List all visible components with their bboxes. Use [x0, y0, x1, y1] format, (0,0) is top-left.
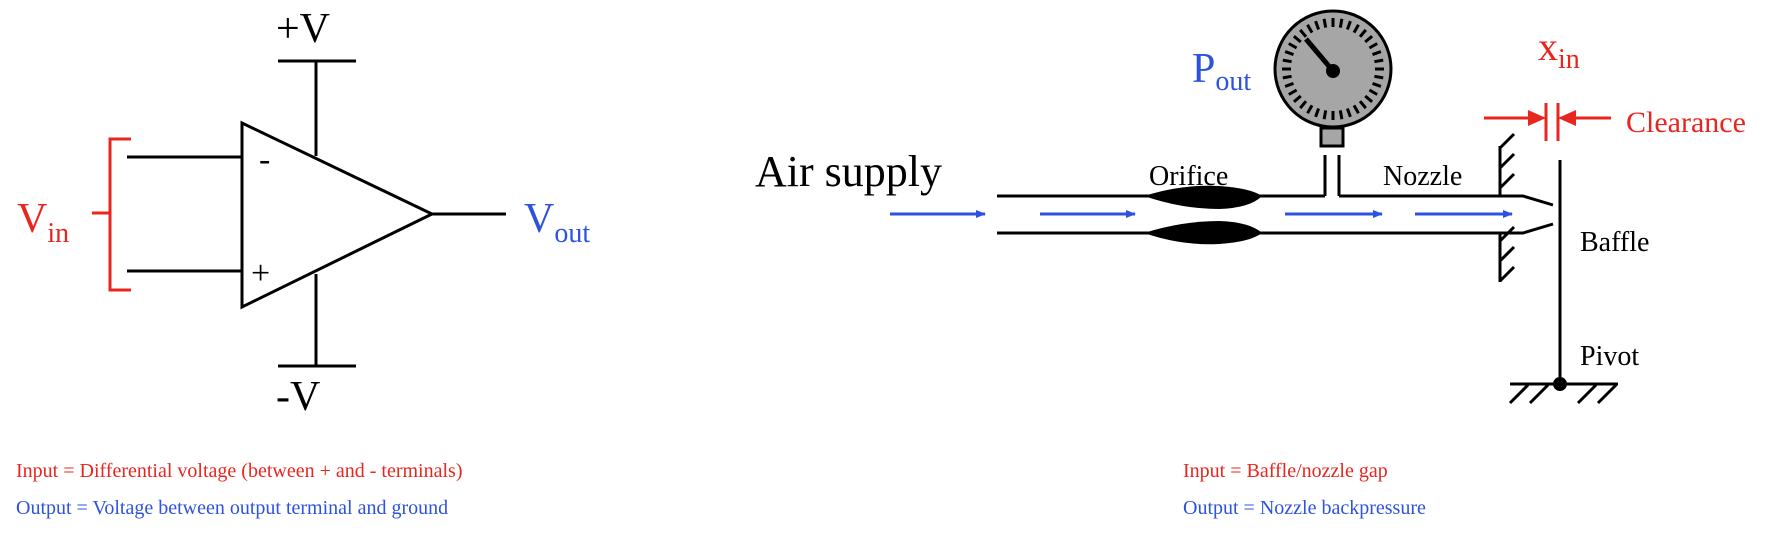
pos-supply-label: +V — [276, 6, 330, 52]
gauge-tick — [1358, 100, 1367, 110]
ground-hatch — [1508, 383, 1618, 405]
gauge-tick — [1352, 24, 1360, 34]
gauge-tick — [1364, 94, 1374, 103]
gauge-hub — [1326, 64, 1340, 78]
vout-label: Vout — [524, 196, 590, 249]
gauge-tick — [1288, 88, 1298, 96]
gauge-tick — [1368, 88, 1378, 96]
orifice-label: Orifice — [1149, 161, 1228, 192]
nozzle-mount-hatch — [1498, 132, 1516, 283]
opamp-triangle — [240, 120, 436, 310]
pivot-point — [1553, 377, 1567, 391]
pipe — [997, 132, 1618, 405]
gauge-ticks — [1282, 18, 1384, 120]
gauge-tick — [1322, 110, 1328, 120]
gauge-tick — [1352, 104, 1360, 114]
pipe-top-wall — [997, 194, 1554, 207]
gauge-tick — [1314, 107, 1321, 118]
gauge-tick — [1314, 20, 1321, 31]
gauge-tick — [1299, 28, 1308, 38]
gauge-tick — [1345, 107, 1352, 118]
gauge-tick — [1306, 104, 1314, 114]
pout-label: Pout — [1192, 46, 1251, 97]
gauge-tick — [1284, 50, 1295, 57]
gauge-tick — [1374, 58, 1384, 64]
gauge-tick — [1292, 94, 1302, 103]
gauge-tick — [1338, 110, 1344, 120]
gauge-tick — [1374, 74, 1384, 80]
clearance-indicator — [1484, 103, 1611, 141]
gauge-tick — [1306, 24, 1314, 34]
clearance-label: Clearance — [1626, 106, 1746, 139]
gauge-stem-block — [1319, 126, 1345, 148]
gauge-tick — [1299, 100, 1308, 110]
pipe-bottom-wall — [997, 222, 1554, 235]
pressure-gauge — [1273, 9, 1393, 148]
neg-supply-label: -V — [276, 374, 320, 420]
vin-bracket — [92, 137, 131, 292]
orifice-top — [1144, 185, 1262, 209]
gauge-tick — [1322, 18, 1328, 28]
pneumatic-input-caption: Input = Baffle/nozzle gap — [1183, 460, 1388, 482]
gauge-tick — [1358, 28, 1367, 38]
noninverting-terminal-label: + — [251, 255, 270, 292]
gauge-tick — [1284, 81, 1295, 88]
gauge-tick — [1282, 58, 1292, 64]
vin-label: Vin — [17, 196, 69, 249]
opamp-diagram — [127, 59, 506, 368]
inverting-terminal-label: - — [259, 141, 270, 178]
gauge-tick — [1282, 74, 1292, 80]
opamp-output-caption: Output = Voltage between output terminal… — [16, 497, 448, 519]
gauge-tick — [1292, 35, 1302, 44]
orifice-bottom — [1144, 221, 1262, 245]
pneumatic-output-caption: Output = Nozzle backpressure — [1183, 497, 1426, 519]
baffle-label: Baffle — [1580, 227, 1649, 258]
gauge-tick — [1345, 20, 1352, 31]
xin-label: xin — [1538, 24, 1580, 75]
gauge-tick — [1371, 50, 1382, 57]
gauge-tick — [1371, 81, 1382, 88]
air-supply-label: Air supply — [755, 147, 942, 196]
nozzle-label: Nozzle — [1383, 161, 1462, 192]
gauge-tick — [1338, 18, 1344, 28]
opamp-input-caption: Input = Differential voltage (between + … — [16, 460, 462, 482]
gauge-tick — [1368, 42, 1378, 50]
gauge-tick — [1288, 42, 1298, 50]
gauge-tick — [1364, 35, 1374, 44]
pivot-label: Pivot — [1580, 341, 1639, 372]
